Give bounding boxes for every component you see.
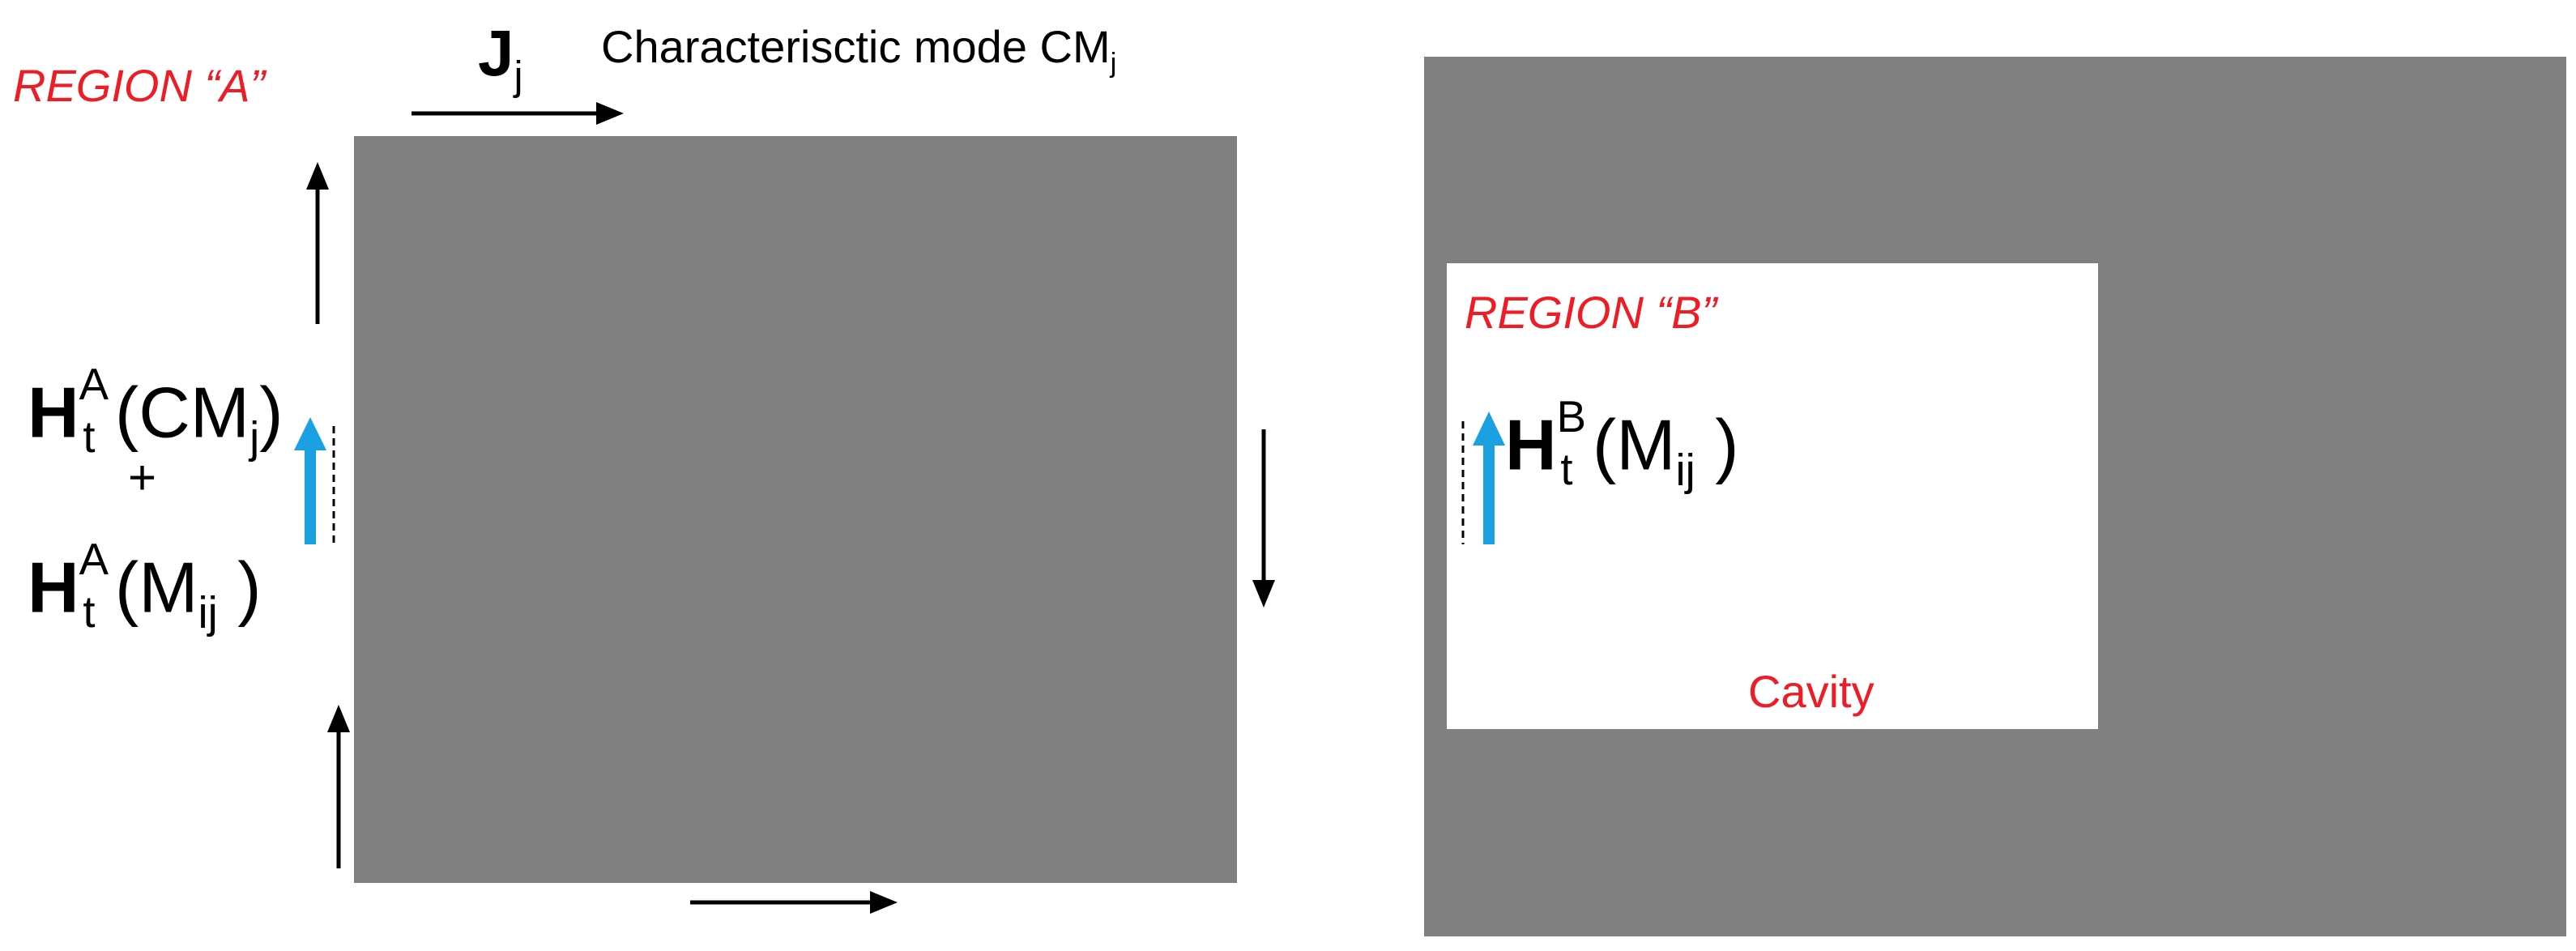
current-arrow-bottom [690,891,898,914]
mode-caption: Characterisctic mode CMj [601,24,1116,78]
field-subscript: t [83,587,96,638]
field-argument-subscript: ij [1675,445,1695,495]
current-arrow-left-lower [327,705,350,868]
field-argument-open: (M [1592,404,1676,485]
field-label-b-aperture: HBt (Mij ) [1505,392,1739,495]
current-subscript: j [514,53,523,99]
region-b-label: REGION “B” [1465,287,1717,338]
current-arrow-right [1252,429,1275,608]
conductor-plate-a [354,136,1237,883]
field-superscript: A [79,360,109,409]
field-superscript: B [1556,392,1586,441]
current-label: Jj [478,21,523,96]
current-arrow-top [412,102,624,125]
tangential-field-arrow-b [1473,412,1505,544]
current-symbol: J [478,17,514,89]
current-arrow-left-upper [306,162,329,324]
field-argument-close: ) [259,372,284,453]
field-argument-subscript: j [249,412,260,463]
tangential-field-arrow-a [294,417,326,544]
cavity-region [1447,263,2098,729]
field-argument-close: ) [217,547,262,628]
mode-caption-text: Characterisctic mode CM [601,21,1111,72]
field-label-a-aperture: HAt (Mij ) [28,535,262,638]
field-superscript: A [79,535,109,584]
field-argument-close: ) [1695,404,1739,485]
field-argument-subscript: ij [198,587,218,638]
field-label-a-mode: HAt (CMj) [28,360,284,463]
field-symbol: H [28,547,79,628]
field-symbol: H [28,372,79,453]
field-subscript: t [83,412,96,463]
mode-caption-subscript: j [1110,48,1117,79]
region-a-label: REGION “A” [13,60,266,111]
field-argument-open: (CM [114,372,250,453]
plus-sign: + [128,450,157,505]
field-symbol: H [1505,404,1557,485]
field-subscript: t [1560,445,1573,495]
cavity-label: Cavity [1748,666,1874,717]
field-argument-open: (M [114,547,198,628]
